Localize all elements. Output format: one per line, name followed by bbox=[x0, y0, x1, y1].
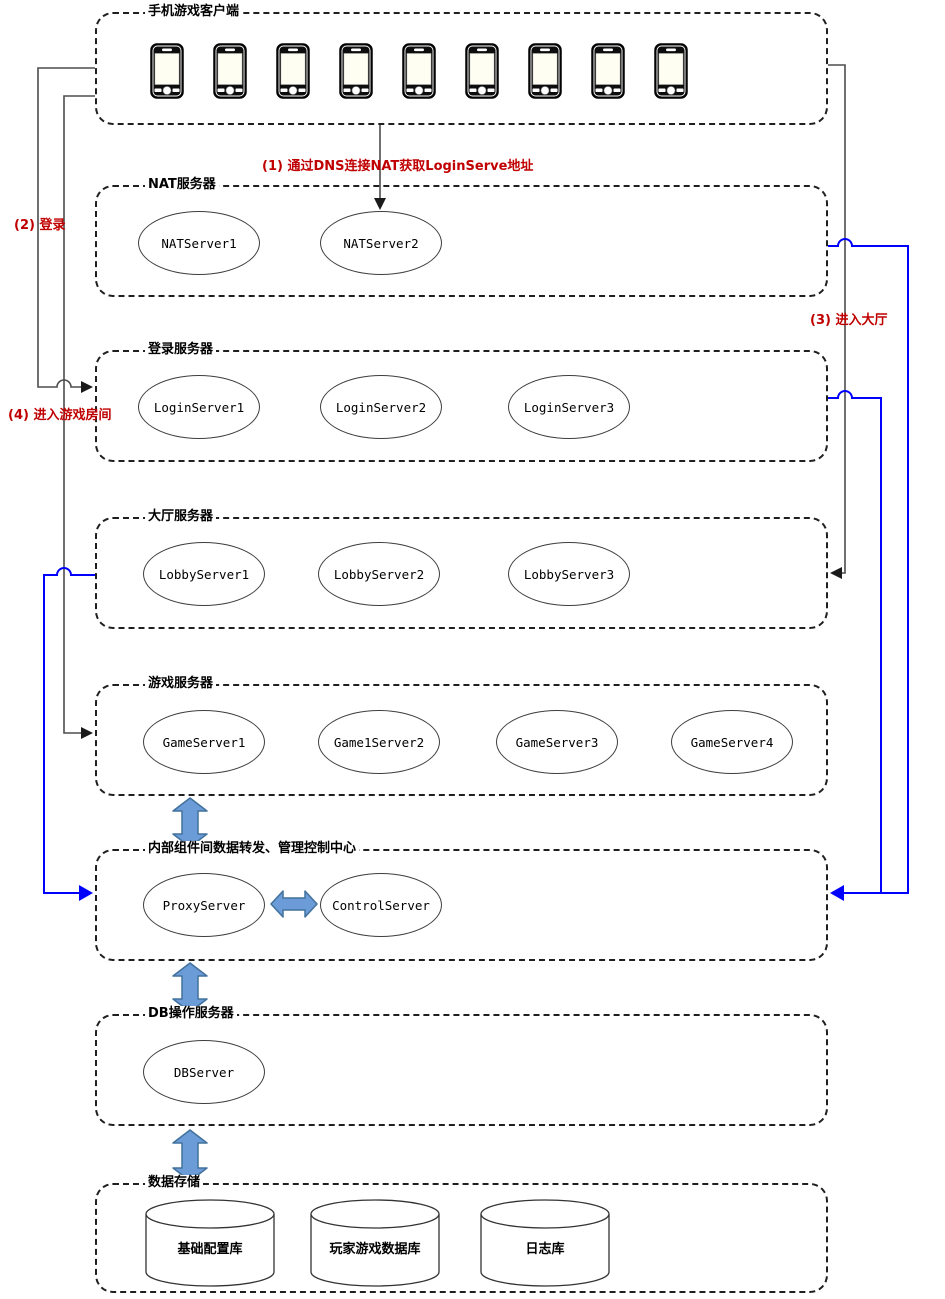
client-layer-title: 手机游戏客户端 bbox=[145, 4, 243, 20]
double-arrow-db-storage bbox=[172, 1129, 208, 1182]
phone-icon bbox=[150, 43, 184, 99]
node-lobbyserver2: LobbyServer2 bbox=[318, 542, 440, 606]
node-proxyserver: ProxyServer bbox=[143, 873, 265, 937]
node-controlserver: ControlServer bbox=[320, 873, 442, 937]
nat-layer-title: NAT服务器 bbox=[145, 177, 219, 193]
line-login-to-control bbox=[828, 390, 882, 892]
line-nat-to-control bbox=[828, 238, 909, 901]
annotation-step1: (1) 通过DNS连接NAT获取LoginServe地址 bbox=[262, 159, 534, 174]
storage-layer-title: 数据存储 bbox=[145, 1175, 204, 1191]
double-arrow-control-db bbox=[172, 962, 208, 1013]
db-label-log: 日志库 bbox=[525, 1242, 565, 1257]
control-layer-title: 内部组件间数据转发、管理控制中心 bbox=[145, 841, 360, 857]
node-natserver1: NATServer1 bbox=[138, 211, 260, 275]
double-arrow-game-control bbox=[172, 797, 208, 848]
annotation-step3: (3) 进入大厅 bbox=[810, 313, 888, 328]
node-gameserver4: GameServer4 bbox=[671, 710, 793, 774]
phone-icon bbox=[276, 43, 310, 99]
lobby-layer-title: 大厅服务器 bbox=[145, 509, 217, 525]
phone-icon bbox=[213, 43, 247, 99]
node-loginserver3: LoginServer3 bbox=[508, 375, 630, 439]
phone-icon bbox=[465, 43, 499, 99]
db-label-player-data: 玩家游戏数据库 bbox=[329, 1242, 421, 1257]
node-loginserver1: LoginServer1 bbox=[138, 375, 260, 439]
node-dbserver: DBServer bbox=[143, 1040, 265, 1104]
annotation-step2: (2) 登录 bbox=[14, 218, 66, 233]
game-layer-title: 游戏服务器 bbox=[145, 676, 217, 692]
game-layer-box bbox=[95, 684, 828, 796]
db-layer-box bbox=[95, 1014, 828, 1126]
storage-layer-box bbox=[95, 1183, 828, 1293]
node-loginserver2: LoginServer2 bbox=[320, 375, 442, 439]
node-natserver2: NATServer2 bbox=[320, 211, 442, 275]
phone-icon bbox=[339, 43, 373, 99]
phone-icon bbox=[402, 43, 436, 99]
nat-layer-box bbox=[95, 185, 828, 297]
client-layer-box bbox=[95, 12, 828, 125]
login-layer-box bbox=[95, 350, 828, 462]
control-layer-box bbox=[95, 849, 828, 961]
db-layer-title: DB操作服务器 bbox=[145, 1006, 237, 1022]
phone-icon bbox=[528, 43, 562, 99]
node-lobbyserver3: LobbyServer3 bbox=[508, 542, 630, 606]
phone-icon bbox=[591, 43, 625, 99]
login-layer-title: 登录服务器 bbox=[145, 342, 217, 358]
node-gameserver1: GameServer1 bbox=[143, 710, 265, 774]
annotation-step4: (4) 进入游戏房间 bbox=[8, 408, 112, 423]
db-label-base-config: 基础配置库 bbox=[177, 1242, 243, 1257]
line-lobby-to-control bbox=[43, 567, 95, 901]
node-lobbyserver1: LobbyServer1 bbox=[143, 542, 265, 606]
node-gameserver3: GameServer3 bbox=[496, 710, 618, 774]
node-gameserver2: Game1Server2 bbox=[318, 710, 440, 774]
phone-icon bbox=[654, 43, 688, 99]
lobby-layer-box bbox=[95, 517, 828, 629]
